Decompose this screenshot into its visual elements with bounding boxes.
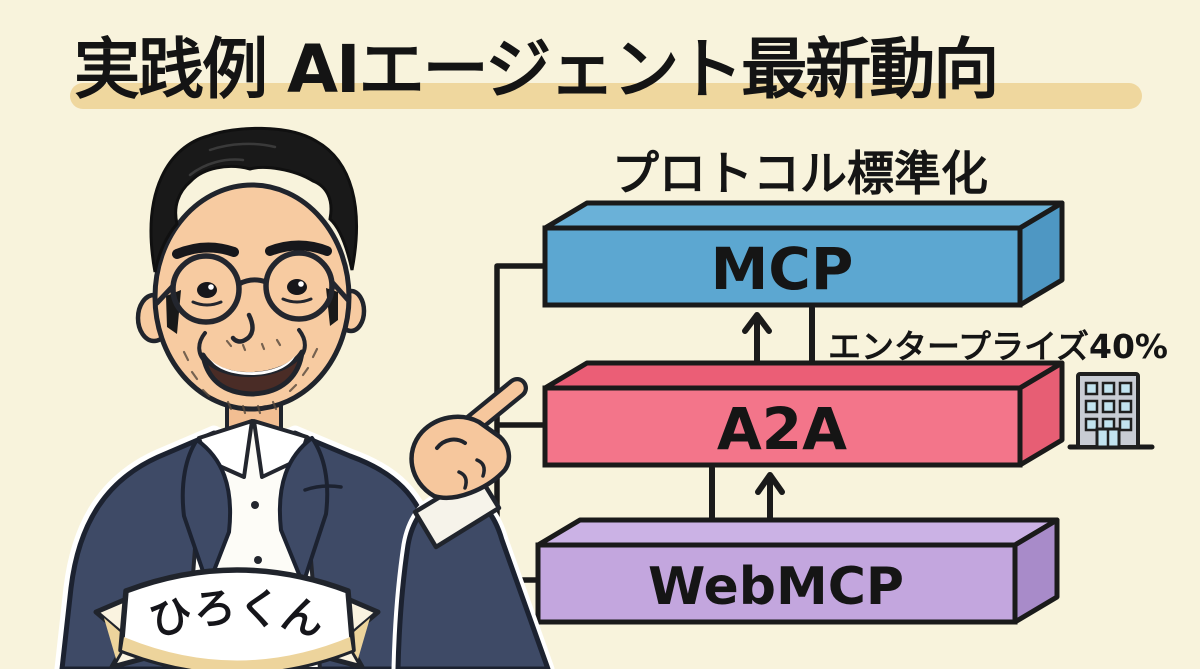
presenter-eyes <box>191 279 313 307</box>
building-window <box>1084 381 1099 396</box>
banner-band-shade <box>122 637 352 669</box>
building-window <box>1101 381 1116 396</box>
finger-creases <box>457 458 486 490</box>
eye-left <box>197 282 217 298</box>
building-window <box>1118 399 1133 414</box>
nose <box>230 312 255 344</box>
suit-lapel-left <box>180 438 233 588</box>
box-mcp-front-face <box>542 225 1023 308</box>
office-building-icon <box>1067 372 1155 450</box>
eye-glint <box>298 281 304 287</box>
glasses-temples <box>154 279 351 306</box>
name-banner: ひろくん <box>93 567 381 669</box>
eyebrows <box>172 240 332 259</box>
box-webmcp-front-face <box>535 542 1018 625</box>
chin-line <box>238 405 267 412</box>
teeth <box>210 356 295 375</box>
presenter-head <box>135 126 367 415</box>
page-title: 実践例 AIエージェント最新動向 <box>74 31 999 108</box>
hair-strands <box>188 142 277 177</box>
banner-band <box>118 567 356 669</box>
box-a2a-label: A2A <box>717 395 847 463</box>
box-mcp: MCP <box>542 200 1065 308</box>
box-a2a: A2A <box>542 360 1065 468</box>
fist <box>409 414 512 500</box>
box-mcp-label: MCP <box>711 235 854 303</box>
presenter-pointing-hand <box>409 377 528 500</box>
building-window <box>1084 417 1099 432</box>
shirt-button <box>251 501 259 509</box>
presenter-stubble <box>182 338 319 415</box>
shirt-button <box>254 556 262 564</box>
box-webmcp-label: WebMCP <box>648 557 904 617</box>
building-window <box>1118 417 1133 432</box>
glasses-lens-right <box>263 250 335 322</box>
lower-eyelids <box>191 297 313 307</box>
glasses-bridge <box>237 277 267 287</box>
building-window <box>1118 381 1133 396</box>
building-windows <box>1084 381 1133 432</box>
building-window <box>1084 399 1099 414</box>
enterprise-annotation: エンタープライズ40% <box>828 327 1168 366</box>
box-webmcp: WebMCP <box>535 517 1060 625</box>
suit-lapel-right <box>277 436 330 586</box>
eye-right <box>287 279 307 295</box>
presenter-hair <box>149 126 358 273</box>
presenter-glasses <box>154 250 351 325</box>
box-a2a-front-face <box>542 385 1023 468</box>
building-window <box>1101 399 1116 414</box>
eye-glint <box>208 284 214 290</box>
suit-pocket-line <box>303 484 343 492</box>
diagram-heading: プロトコル標準化 <box>612 147 988 202</box>
title-highlight <box>70 83 1142 109</box>
thumb-line <box>435 437 467 450</box>
